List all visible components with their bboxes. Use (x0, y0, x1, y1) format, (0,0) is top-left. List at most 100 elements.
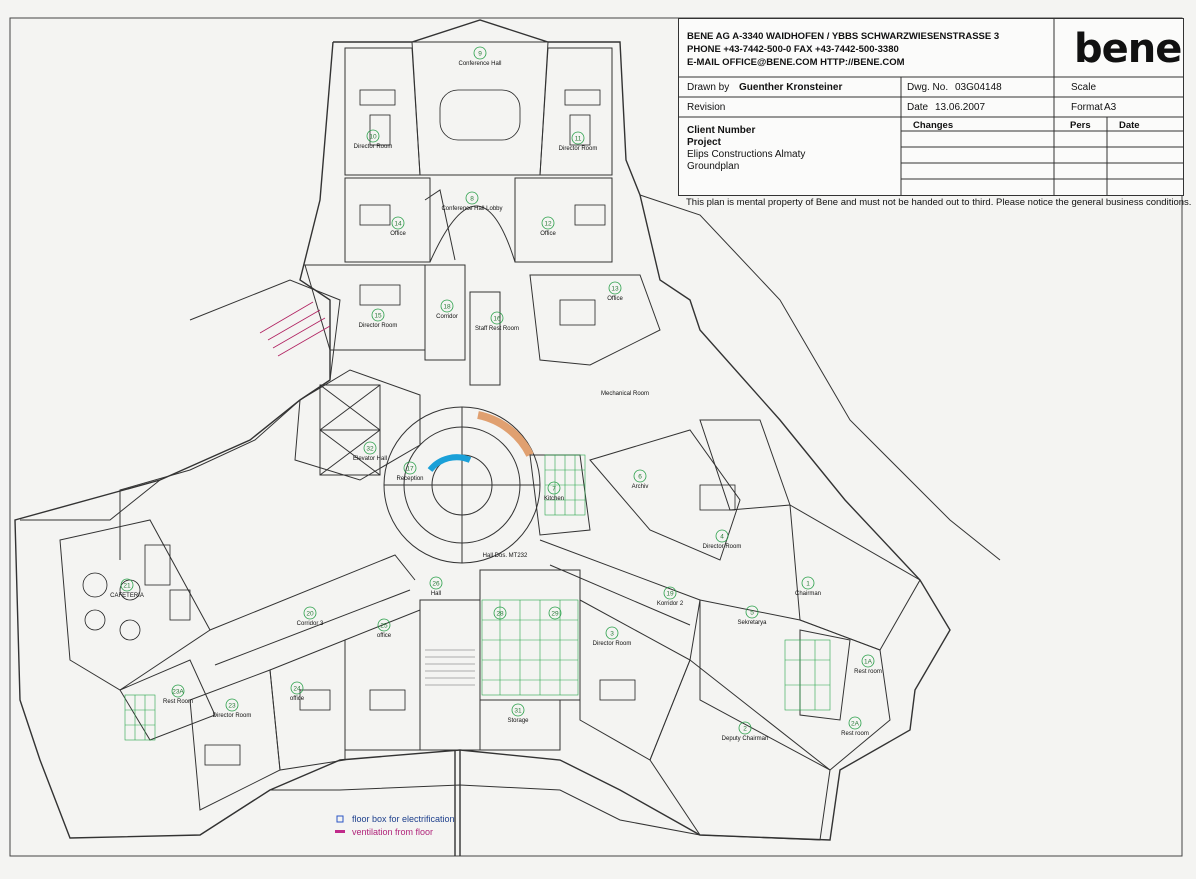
room-number: 18 (443, 304, 451, 311)
room-number-circle (548, 606, 562, 620)
room-number-circle (715, 529, 729, 543)
room-number: 14 (394, 221, 402, 228)
room-name: Elevator Hall (353, 456, 387, 462)
room-number: 16 (493, 316, 501, 323)
room-number: 1A (864, 659, 873, 666)
room-number: 2A (851, 721, 860, 728)
room-number: 23 (228, 703, 236, 710)
disclaimer: This plan is mental property of Bene and… (686, 197, 1192, 208)
pers-label: Pers (1070, 120, 1091, 131)
room-number-circle (633, 469, 647, 483)
room-name: Conference Hall (458, 61, 501, 67)
bene-logo: bene (1074, 26, 1182, 72)
room-label: 29 (548, 606, 562, 620)
room-number: 9 (478, 51, 482, 58)
room-number: 25 (380, 623, 388, 630)
format-label: Format (1071, 102, 1103, 113)
room-number: 5 (750, 610, 754, 617)
scale-label: Scale (1071, 82, 1097, 93)
room-number-circle (171, 684, 185, 698)
drawn-by-label: Drawn by (687, 82, 730, 93)
room-number-circle (608, 281, 622, 295)
project-name: Elips Constructions Almaty (687, 149, 806, 160)
room-name: Office (540, 231, 556, 237)
room-number-circle (391, 216, 405, 230)
room-name: CAFETERIA (110, 593, 144, 599)
room-number-circle (363, 441, 377, 455)
room-label: 28 (493, 606, 507, 620)
room-number-circle (511, 703, 525, 717)
room-number: 11 (575, 136, 582, 143)
room-number: 19 (666, 591, 674, 598)
room-name: Corridor 3 (297, 621, 324, 627)
room-name: Kitchen (544, 496, 564, 502)
sheet-frame (9, 17, 1183, 857)
room-name: Rest room (854, 669, 882, 675)
room-number-circle (366, 129, 380, 143)
room-number-circle (745, 605, 759, 619)
room-number: 6 (638, 474, 642, 481)
room-number-circle (541, 216, 555, 230)
room-name: Office (390, 231, 406, 237)
date-label: Date (907, 102, 929, 113)
room-number-circle (225, 698, 239, 712)
room-number-circle (490, 311, 504, 325)
room-name: Office (607, 296, 623, 302)
room-name: Mechanical Room (601, 391, 649, 397)
room-name: Rest room (841, 731, 869, 737)
changes-label: Changes (913, 120, 954, 131)
room-number-circle (848, 716, 862, 730)
legend-ventilation: ventilation from floor (352, 827, 434, 837)
room-number-circle (465, 191, 479, 205)
room-number: 8 (470, 196, 474, 203)
room-name: Chairman (795, 591, 821, 597)
room-number: 10 (369, 134, 377, 141)
room-label: Hall Dos. MT232 (483, 553, 528, 559)
legend-floor-box: floor box for electrification (352, 814, 455, 824)
room-number-circle (663, 586, 677, 600)
room-number-circle (440, 299, 454, 313)
room-number: 23A (172, 689, 184, 696)
room-number: 32 (366, 446, 374, 453)
dwg-value: 03G04148 (955, 82, 1002, 93)
room-number: 17 (406, 466, 414, 473)
room-name: Hall (431, 591, 441, 597)
room-label: 1A Rest room (854, 654, 882, 675)
room-number-circle (290, 681, 304, 695)
room-name: Director Room (354, 144, 393, 150)
revision-label: Revision (687, 102, 726, 113)
room-name: Reception (396, 476, 423, 482)
ventilation-marker (335, 830, 345, 833)
room-name: Director Room (593, 641, 632, 647)
client-number-label: Client Number (687, 125, 756, 136)
room-number: 28 (496, 611, 504, 618)
room-name: office (290, 696, 305, 702)
room-number: 12 (544, 221, 552, 228)
room-number: 20 (306, 611, 314, 618)
room-number: 13 (611, 286, 619, 293)
room-name: Director Room (559, 146, 598, 152)
room-name: Archiv (632, 484, 649, 490)
dwg-label: Dwg. No. (907, 82, 949, 93)
